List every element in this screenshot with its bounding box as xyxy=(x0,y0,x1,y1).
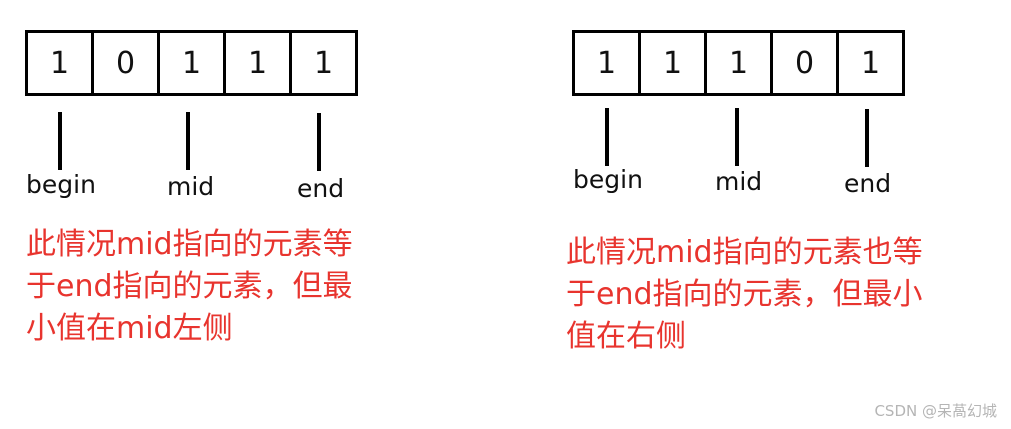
left-array-cell: 1 xyxy=(223,33,289,93)
right-mid-pointer-line xyxy=(735,108,739,166)
left-begin-label: begin xyxy=(26,170,96,199)
left-begin-pointer-line xyxy=(58,112,62,170)
right-mid-label: mid xyxy=(715,167,763,196)
left-array-cell: 1 xyxy=(289,33,355,93)
right-array-cell: 0 xyxy=(770,33,836,93)
right-array-cell: 1 xyxy=(704,33,770,93)
left-array-cell: 0 xyxy=(91,33,157,93)
left-caption-line: 于end指向的元素，但最 xyxy=(26,269,353,304)
left-caption: 此情况mid指向的元素等 于end指向的元素，但最 小值在mid左侧 xyxy=(26,224,353,350)
left-array-cell: 1 xyxy=(49,45,70,81)
right-array: 1 1 1 0 1 xyxy=(572,30,905,96)
right-caption-line: 此情况mid指向的元素也等 xyxy=(566,235,923,270)
left-array-cell: 1 xyxy=(157,33,223,93)
right-array-cell: 1 xyxy=(638,33,704,93)
left-mid-label: mid xyxy=(167,172,215,201)
left-array: 1 0 1 1 1 xyxy=(25,30,358,96)
left-end-label: end xyxy=(297,174,345,203)
left-mid-pointer-line xyxy=(186,112,190,170)
left-caption-line: 此情况mid指向的元素等 xyxy=(26,227,353,262)
right-begin-pointer-line xyxy=(605,108,609,166)
right-begin-label: begin xyxy=(573,165,643,194)
watermark: CSDN @呆萵幻城 xyxy=(874,402,997,420)
right-end-pointer-line xyxy=(865,109,869,167)
right-caption: 此情况mid指向的元素也等 于end指向的元素，但最小 值在右侧 xyxy=(566,232,923,358)
right-end-label: end xyxy=(844,169,892,198)
right-caption-line: 于end指向的元素，但最小 xyxy=(566,277,923,312)
right-array-cell: 1 xyxy=(836,33,902,93)
left-caption-line: 小值在mid左侧 xyxy=(26,311,233,346)
right-array-cell: 1 xyxy=(596,45,617,81)
left-end-pointer-line xyxy=(317,113,321,171)
right-caption-line: 值在右侧 xyxy=(566,319,686,354)
